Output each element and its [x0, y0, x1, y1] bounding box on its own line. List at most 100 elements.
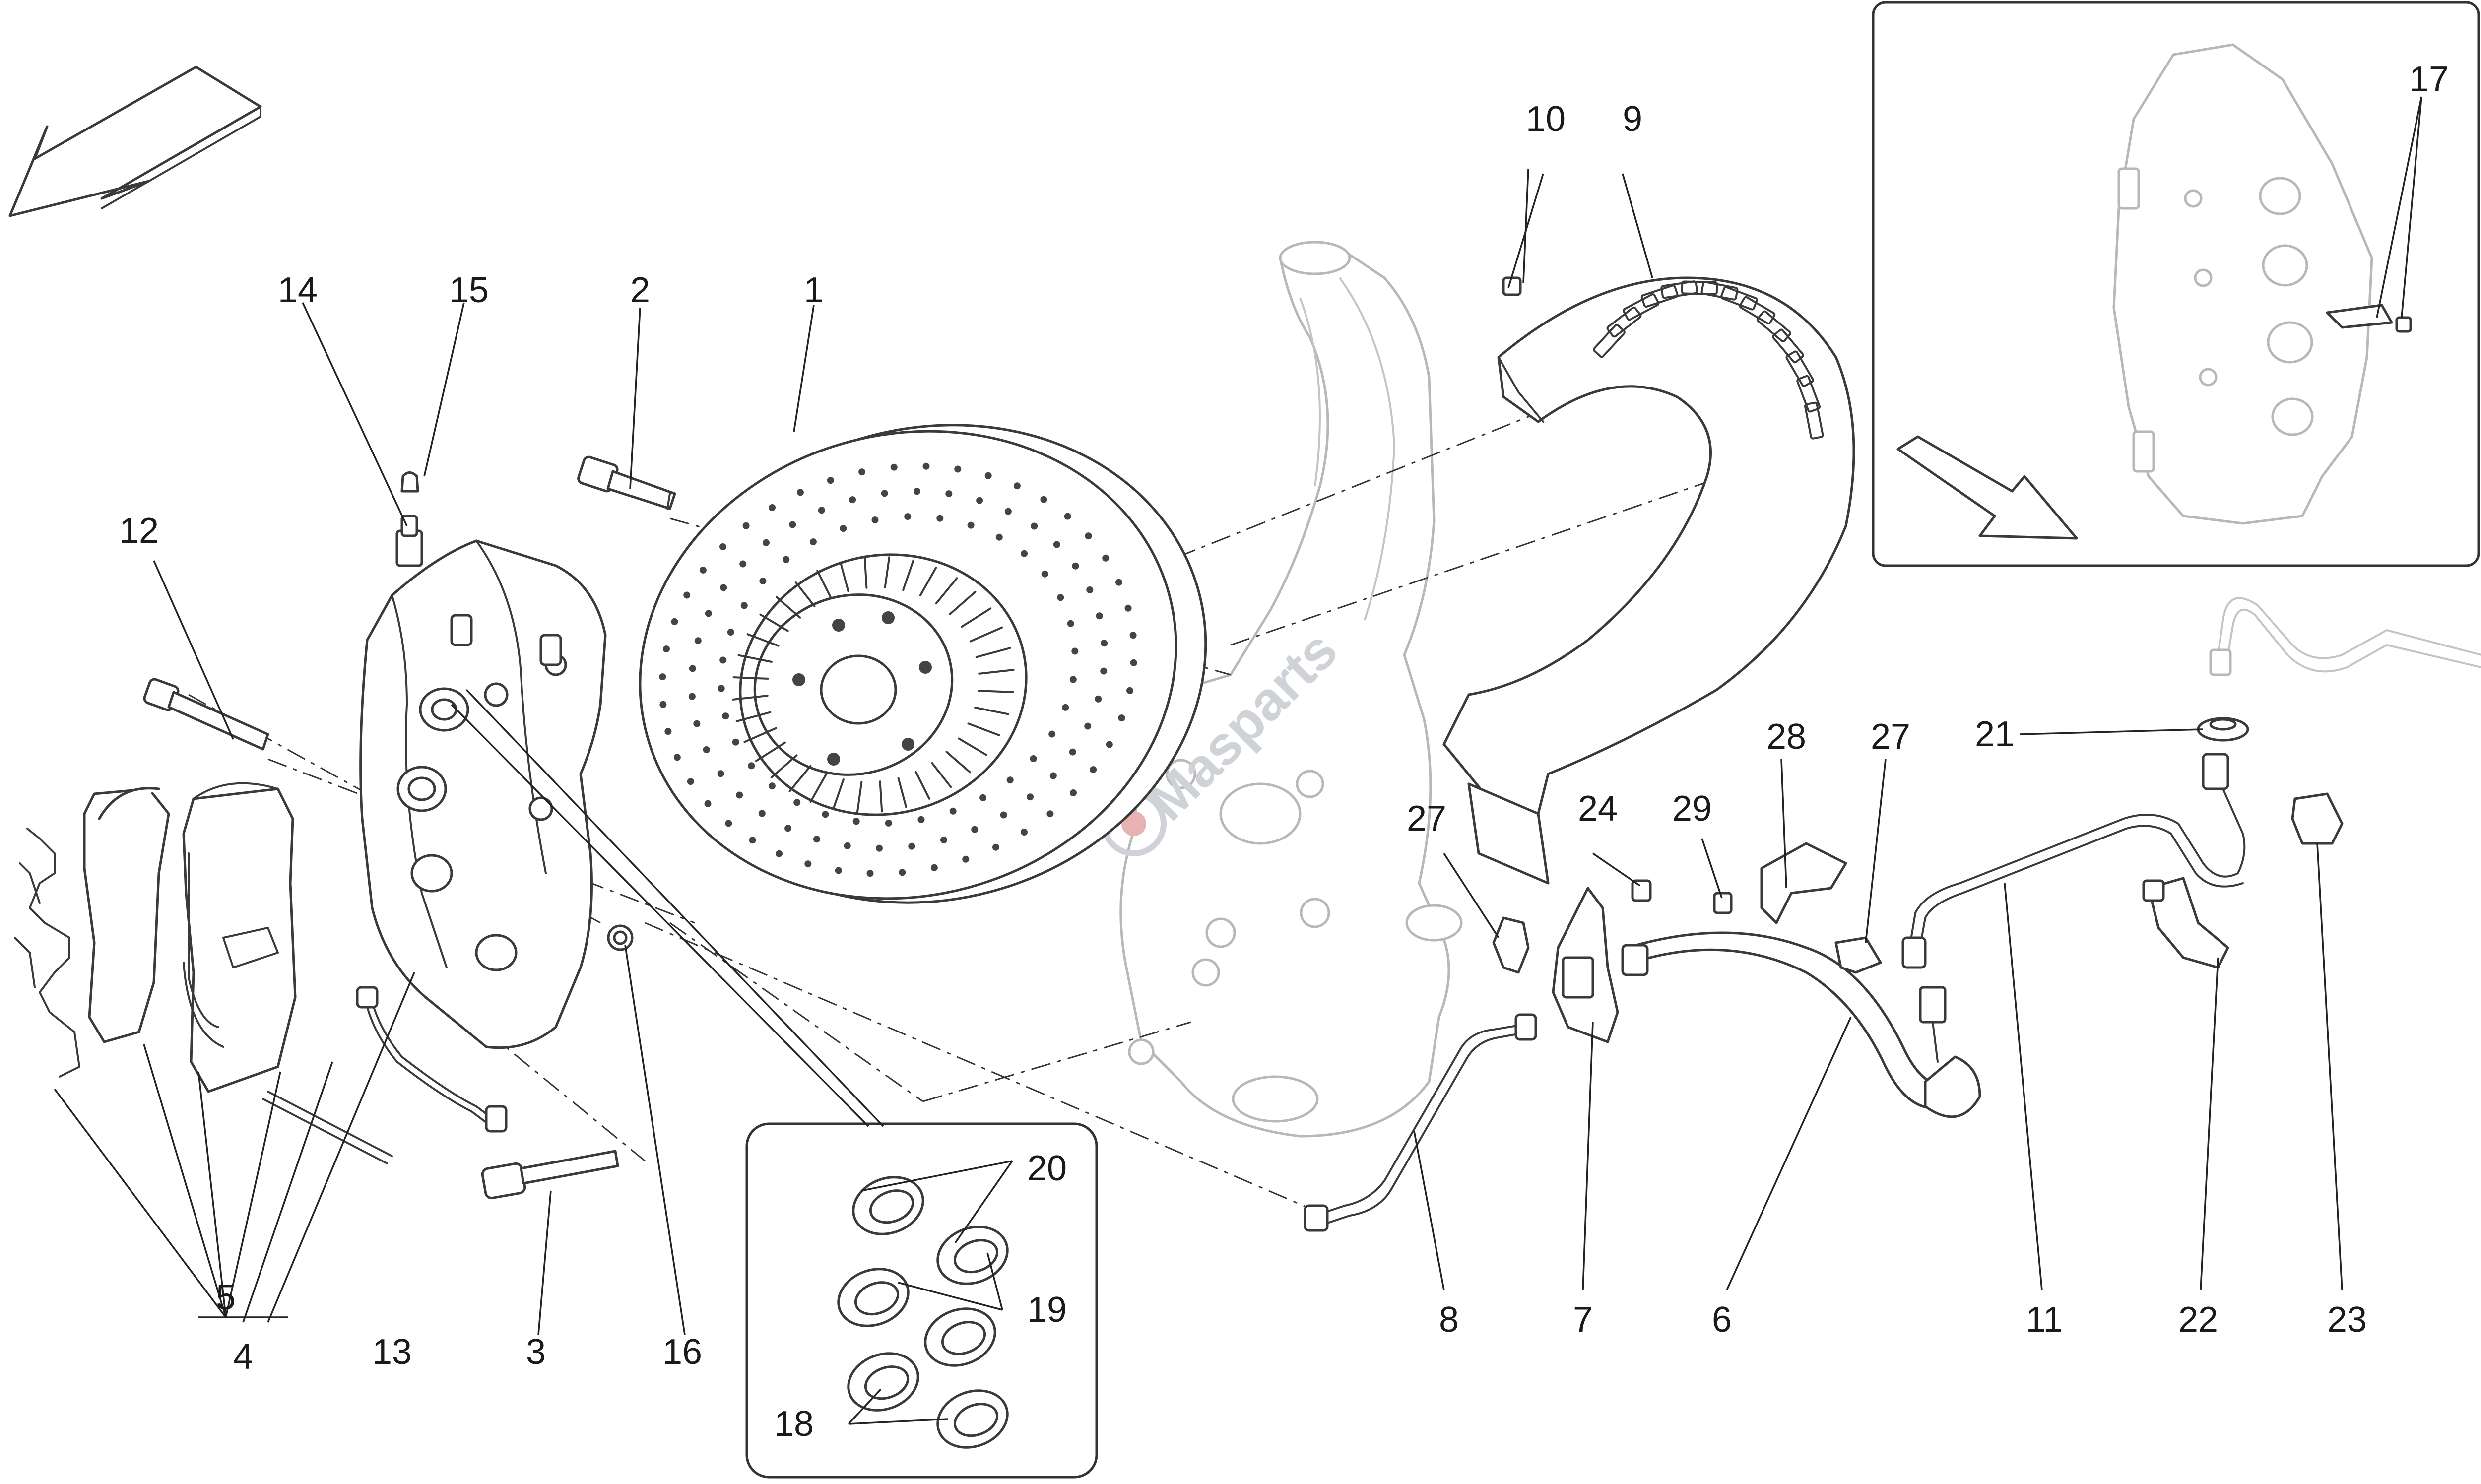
shield-vent-slot	[1796, 375, 1821, 413]
shield-vent-slot	[1623, 293, 1660, 321]
disc-cooling-vane	[897, 777, 907, 808]
shield-vent-slot	[1804, 401, 1824, 440]
disc-drill-hole	[1062, 704, 1069, 711]
disc-drill-hole	[804, 860, 812, 868]
disc-drill-hole	[736, 791, 743, 799]
disc-drill-hole	[1100, 667, 1108, 675]
disc-drill-hole	[718, 685, 725, 692]
disc-drill-hole	[664, 728, 672, 735]
disc-drill-hole	[1031, 522, 1038, 530]
disc-cooling-vane	[969, 626, 1003, 643]
disc-cooling-vane	[975, 647, 1011, 658]
callout-1: 1	[804, 270, 824, 310]
bracket-plate	[1760, 842, 1847, 924]
callout-9: 9	[1623, 99, 1642, 139]
shield-vent-slot	[1593, 323, 1626, 358]
disc-drill-hole	[971, 826, 979, 833]
disc-drill-hole	[1102, 554, 1110, 562]
disc-drill-hole	[699, 566, 707, 574]
callout-16: 16	[662, 1332, 702, 1372]
disc-drill-hole	[689, 665, 696, 672]
callout-labels: 1 2 3 4 5 6 7 8 9 10 11 12 13 14 15 16 1…	[119, 60, 2449, 1444]
disc-cooling-vane	[978, 690, 1014, 693]
heat-shield	[1442, 276, 1855, 885]
shield-bolt	[1502, 276, 1522, 296]
disc-drill-hole	[945, 490, 953, 498]
disc-drill-hole	[776, 850, 783, 857]
disc-drill-hole	[1086, 586, 1094, 593]
disc-bolt	[577, 455, 676, 510]
disc-drill-hole	[1013, 482, 1021, 490]
disc-drill-hole	[940, 836, 947, 843]
disc-cooling-vane	[816, 570, 832, 599]
disc-drill-hole	[1021, 829, 1028, 836]
disc-drill-hole	[784, 825, 792, 832]
hose-bracket	[1552, 887, 1619, 1043]
disc-cooling-vane	[863, 557, 868, 589]
disc-drill-hole	[742, 522, 750, 529]
disc-drill-hole	[687, 778, 694, 785]
shield-vent-slot	[1720, 286, 1758, 311]
disc-drill-hole	[1084, 722, 1092, 730]
disc-drill-hole	[881, 490, 888, 497]
disc-drill-hole	[758, 810, 766, 817]
disc-drill-hole	[1067, 620, 1074, 627]
callout-19: 19	[1027, 1290, 1067, 1330]
caliper-mounting-bolt	[481, 1150, 619, 1200]
caliper-detail-inset	[1872, 1, 2480, 567]
speed-sensor	[2142, 877, 2229, 969]
disc-drill-hole	[768, 782, 776, 790]
disc-cooling-vane	[919, 566, 937, 596]
disc-drill-hole	[1004, 508, 1012, 515]
disc-drill-hole	[1040, 496, 1047, 503]
seal-20-ring-bore	[869, 1189, 914, 1224]
shield-vent-slot	[1700, 281, 1739, 301]
disc-drill-hole	[694, 637, 702, 645]
disc-drill-hole	[1069, 676, 1077, 683]
disc-cooling-vane	[949, 591, 977, 615]
callout-24: 24	[1578, 789, 1618, 829]
brake-disc	[639, 424, 1207, 904]
disc-drill-hole	[793, 799, 801, 806]
disc-drill-hole	[705, 610, 712, 617]
steering-knuckle	[1119, 241, 1463, 1138]
callout-22: 22	[2178, 1300, 2218, 1340]
disc-drill-hole	[1048, 730, 1056, 738]
disc-cooling-vane	[974, 707, 1009, 715]
disc-drill-hole	[922, 462, 930, 470]
disc-drill-hole	[871, 516, 879, 524]
disc-drill-hole	[1027, 793, 1034, 801]
disc-cooling-vane	[732, 695, 769, 701]
callout-2: 2	[630, 270, 650, 310]
leader-lines	[54, 96, 2422, 1425]
callout-14: 14	[278, 270, 318, 310]
disc-drill-hole	[835, 867, 842, 874]
disc-drill-hole	[917, 816, 925, 823]
disc-cooling-vane	[884, 556, 891, 588]
disc-cooling-vane	[935, 577, 958, 605]
disc-drill-hole	[1129, 632, 1137, 639]
rigid-brake-line	[1901, 753, 2246, 969]
disc-cooling-vane	[732, 676, 769, 680]
disc-drill-hole	[890, 463, 898, 471]
callout-23: 23	[2327, 1300, 2367, 1340]
disc-drill-hole	[936, 515, 944, 522]
seal-kit-box	[745, 1122, 1098, 1479]
brake-caliper	[359, 539, 607, 1049]
disc-cooling-vane	[737, 654, 773, 663]
disc-drill-hole	[1071, 647, 1079, 655]
disc-cooling-vane	[832, 778, 845, 810]
disc-drill-hole	[732, 738, 739, 746]
disc-drill-hole	[725, 820, 732, 827]
disc-drill-hole	[949, 807, 957, 815]
disc-cooling-vane	[788, 765, 812, 792]
disc-cooling-vane	[967, 722, 1000, 736]
disc-drill-hole	[783, 556, 790, 563]
disc-drill-hole	[704, 800, 712, 807]
disc-drill-hole	[866, 870, 874, 877]
disc-drill-hole	[1021, 550, 1028, 557]
shield-vent-slot	[1640, 284, 1679, 308]
disc-drill-hole	[1046, 810, 1054, 818]
disc-drill-hole	[789, 521, 796, 528]
